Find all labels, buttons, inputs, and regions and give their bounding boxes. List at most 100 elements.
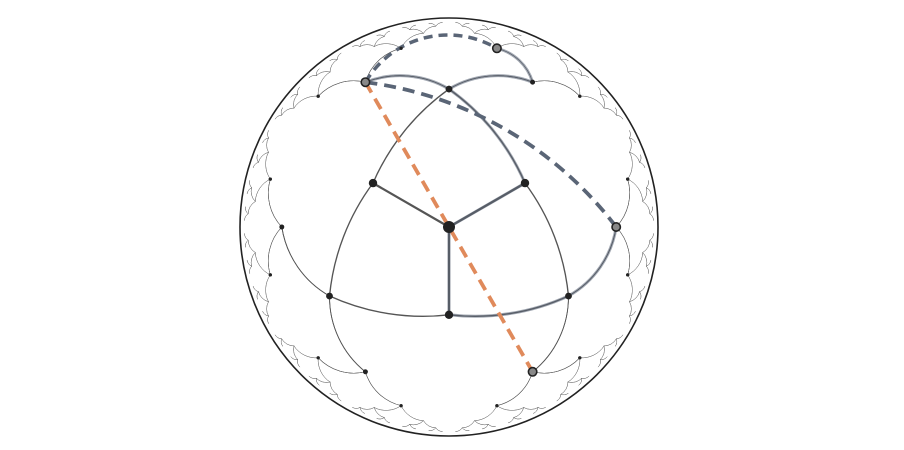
tree-edge <box>642 187 648 202</box>
poincare-disk-boundary <box>239 17 659 437</box>
tree-edge <box>532 80 581 97</box>
highlighted-path-segment <box>363 74 451 91</box>
tree-edge <box>252 286 259 292</box>
tree-edge <box>629 291 640 302</box>
tree-edge <box>461 420 475 429</box>
tree-edge <box>316 378 320 386</box>
tree-node <box>520 178 530 188</box>
tree-edge <box>649 233 654 241</box>
tree-edge <box>616 115 623 120</box>
geodesic-long <box>365 80 618 229</box>
tree-edge <box>423 420 437 429</box>
tree-edge <box>642 252 648 267</box>
tree-edge <box>376 417 385 420</box>
tree-edge <box>266 301 269 317</box>
tree-edge <box>579 95 605 109</box>
tree-edge <box>428 23 437 27</box>
tree-edge <box>649 213 654 221</box>
tree-edge <box>308 376 317 379</box>
tree-edge <box>639 154 642 163</box>
tree-edge <box>598 359 601 368</box>
tree-node <box>268 177 272 181</box>
highlighted-path <box>363 46 618 318</box>
tree-edge <box>649 206 653 215</box>
tree-edge <box>384 30 390 37</box>
tree-edge <box>290 94 298 98</box>
tree-edge <box>250 187 256 202</box>
tree-edge <box>262 137 269 143</box>
tree-edge <box>603 338 617 347</box>
tree-edge <box>639 162 646 168</box>
tree-edge <box>409 420 424 426</box>
highlighted-path-segment <box>566 225 618 298</box>
tree-edge <box>428 427 437 431</box>
tree-node <box>399 46 403 50</box>
tree-edge <box>293 345 319 359</box>
tree-node <box>444 310 454 319</box>
tree-edge <box>474 405 498 421</box>
tree-edge <box>359 407 365 414</box>
tree-edge <box>629 137 632 153</box>
tree-edge <box>268 226 283 276</box>
tree-edge <box>252 286 259 292</box>
tree-edge <box>268 226 283 276</box>
tree-node <box>316 356 320 360</box>
highlighted-path-segment <box>447 181 527 229</box>
tree-edge <box>409 28 424 34</box>
tree-edge <box>245 206 249 215</box>
tree-edge <box>615 226 630 276</box>
tree-edge <box>267 130 269 139</box>
tree-edge <box>639 286 646 292</box>
tree-edge <box>616 334 623 339</box>
tree-edge <box>255 252 271 276</box>
tree-edge <box>365 371 402 406</box>
tree-edge <box>629 291 640 302</box>
tree-edge <box>642 187 648 202</box>
tree-edge <box>265 152 271 180</box>
tree-edge <box>352 45 361 47</box>
tree-edge <box>281 338 295 347</box>
tree-edge <box>337 53 342 60</box>
endpoint-top <box>360 77 371 88</box>
tree-edge <box>537 45 546 47</box>
tree-edge <box>524 182 570 297</box>
tree-edge <box>615 226 630 276</box>
tree-edge <box>513 407 524 418</box>
tree-node <box>268 273 272 277</box>
tree-node <box>316 94 320 98</box>
tree-edge <box>329 295 366 373</box>
geodesic-curves <box>363 33 618 373</box>
tree-edge <box>646 266 649 274</box>
tree-edge <box>244 213 249 221</box>
tree-edge <box>372 88 450 184</box>
tree-edge <box>568 226 617 297</box>
tree-edge <box>603 107 617 116</box>
tree-edge <box>508 30 514 37</box>
tree-edge <box>317 357 331 383</box>
tree-edge <box>533 407 539 414</box>
tree-edge <box>600 94 608 98</box>
tree-edge <box>615 107 617 116</box>
tree-edge <box>328 182 374 297</box>
tree-node <box>279 224 285 230</box>
tree-edge <box>316 68 320 76</box>
tree-edge <box>281 338 283 347</box>
tree-edge <box>646 260 652 267</box>
tree-edge <box>642 239 651 253</box>
tree-edge <box>371 182 451 229</box>
tree-edge <box>581 376 590 379</box>
tree-edge <box>513 34 522 37</box>
tree-edge <box>281 107 295 116</box>
tree-edge <box>249 266 252 274</box>
tree-edge <box>374 407 385 418</box>
tree-edge <box>352 407 361 409</box>
tree-edge <box>258 152 269 163</box>
tree-edge <box>513 417 522 420</box>
tree-edge <box>533 40 539 47</box>
tree-edge <box>255 178 271 202</box>
tree-edge <box>627 152 633 180</box>
tree-edge <box>642 201 651 215</box>
tree-edge <box>374 36 385 47</box>
tree-edge <box>409 424 416 430</box>
